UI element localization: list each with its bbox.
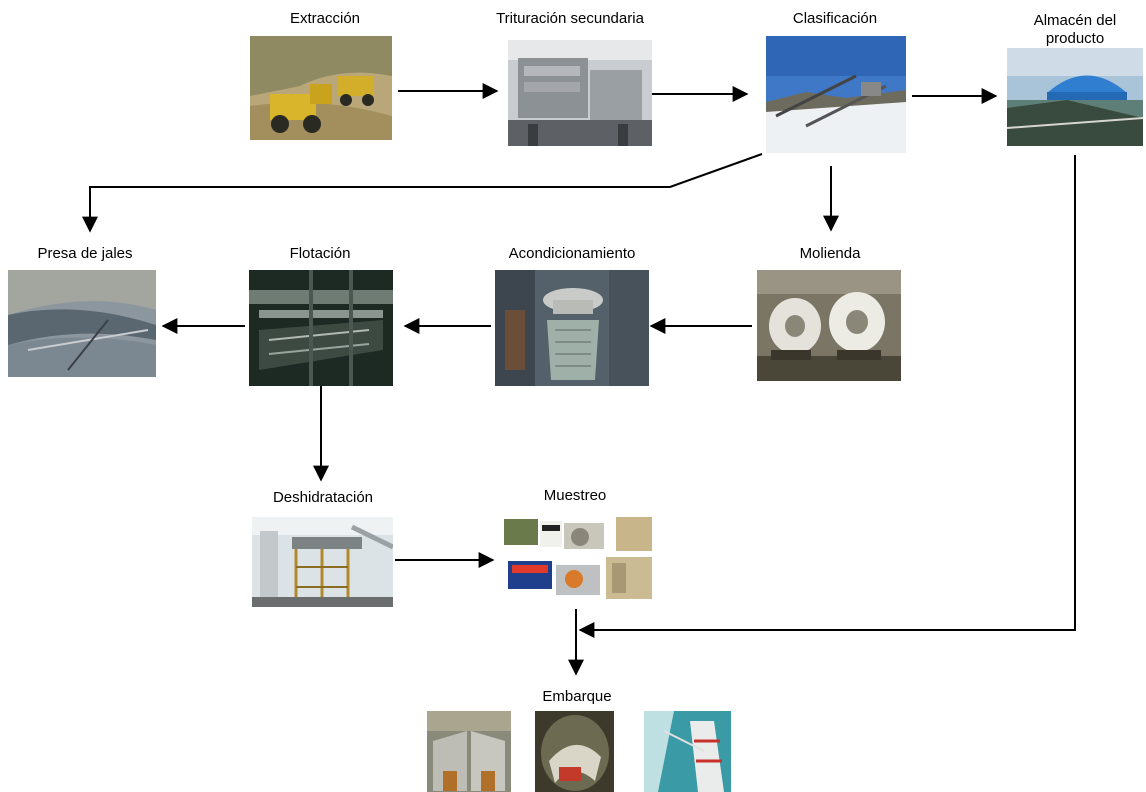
label-embarque: Embarque (542, 688, 612, 705)
label-almacen: Almacén del producto (1033, 12, 1117, 47)
arrow-clasificacion-presa (82, 153, 763, 233)
photo-molienda (757, 270, 901, 381)
photo-clasificacion (766, 36, 906, 153)
label-extraccion: Extracción (289, 10, 361, 27)
label-acondicionamiento: Acondicionamiento (508, 245, 636, 262)
label-presa: Presa de jales (37, 245, 133, 262)
photo-acondicionamiento (495, 270, 649, 386)
arrow-almacen-embarque (578, 155, 1076, 638)
photo-flotacion (249, 270, 393, 386)
photo-muestreo (498, 513, 658, 609)
photo-extraccion (250, 36, 392, 140)
photo-embarque-3 (644, 711, 731, 792)
photo-almacen (1007, 48, 1143, 146)
label-muestreo: Muestreo (543, 487, 607, 504)
label-flotacion: Flotación (289, 245, 351, 262)
photo-embarque-1 (427, 711, 511, 792)
photo-embarque-2 (535, 711, 614, 792)
photo-presa (8, 270, 156, 377)
label-deshidratacion: Deshidratación (272, 489, 374, 506)
photo-trituracion (508, 40, 652, 146)
photo-deshidratacion (252, 517, 393, 607)
label-clasificacion: Clasificación (792, 10, 878, 27)
label-molienda: Molienda (799, 245, 861, 262)
label-trituracion: Trituración secundaria (496, 10, 644, 27)
